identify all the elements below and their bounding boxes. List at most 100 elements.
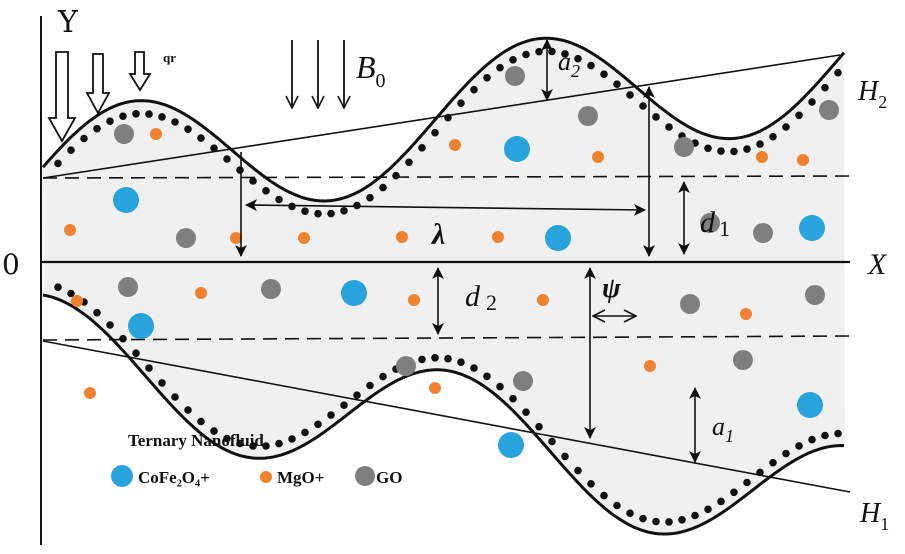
mgo-particle [740, 308, 752, 320]
boundary-dot [314, 209, 322, 218]
boundary-dot [470, 85, 478, 94]
boundary-dot [743, 145, 751, 153]
boundary-dot [119, 112, 127, 120]
boundary-dot [106, 321, 114, 329]
go-particle [396, 356, 416, 376]
boundary-dot [54, 283, 62, 292]
boundary-dot [821, 83, 829, 92]
boundary-dot [743, 478, 751, 487]
boundary-dot [834, 68, 842, 77]
nanoparticles [64, 66, 839, 458]
x-axis-label: X [867, 248, 888, 281]
boundary-dot [67, 146, 75, 154]
boundary-dot [80, 134, 88, 143]
b0-label: B0 [356, 49, 386, 92]
boundary-dot [704, 505, 712, 514]
boundary-dot [405, 158, 413, 167]
boundary-dot [392, 171, 400, 180]
go-particle [674, 137, 694, 157]
cofe2o4-particle [498, 432, 524, 458]
mgo-particle [429, 382, 441, 394]
mgo-particle [449, 139, 461, 151]
boundary-dot [210, 427, 218, 435]
boundary-dot [119, 334, 127, 343]
boundary-dot [782, 449, 790, 458]
boundary-dot [444, 354, 452, 363]
boundary-dot [639, 102, 647, 110]
boundary-dot [249, 442, 257, 450]
legend-label-cofe2o4: CoFe₂O₄+ [138, 468, 210, 487]
boundary-dot [275, 195, 283, 204]
qr-label: qr [163, 50, 176, 65]
a1-label: a1 [712, 412, 734, 446]
boundary-dot [366, 381, 374, 390]
boundary-dot [444, 113, 452, 122]
mgo-particle [298, 232, 310, 244]
go-particle [680, 294, 700, 314]
boundary-dot [587, 61, 595, 70]
boundary-dot [717, 497, 725, 506]
mgo-particle [195, 287, 207, 299]
boundary-dot [626, 509, 634, 517]
boundary-dot [67, 289, 75, 298]
boundary-dot [730, 488, 738, 497]
boundary-dot [704, 144, 712, 153]
go-particle [753, 223, 773, 243]
mgo-particle [150, 128, 162, 140]
lower-wall-dotted-boundary [54, 283, 842, 526]
boundary-dot [353, 391, 361, 400]
mgo-particle [64, 224, 76, 236]
boundary-dot [158, 379, 166, 387]
boundary-dot [197, 134, 205, 142]
boundary-dot [431, 354, 439, 362]
upper-dashed-line [42, 175, 851, 179]
lower-inclined-line [42, 340, 851, 493]
boundary-dot [561, 452, 569, 461]
boundary-dot [548, 437, 556, 446]
boundary-dot [600, 70, 608, 78]
boundary-dot [275, 439, 283, 448]
cofe2o4-particle [797, 392, 823, 418]
go-particle [733, 350, 753, 370]
boundary-dot [496, 382, 504, 391]
channel-fluid-region [43, 38, 845, 535]
boundary-dot [301, 428, 309, 437]
lower-wall-h1 [42, 293, 845, 536]
boundary-dot [223, 434, 231, 443]
wavelength-arrow [245, 199, 646, 216]
boundary-dot [197, 417, 205, 426]
legend-swatch-go [355, 466, 375, 486]
mgo-particle [537, 294, 549, 306]
boundary-dot [483, 74, 491, 82]
boundary-dot [93, 308, 101, 317]
boundary-dot [470, 364, 478, 372]
go-particle [114, 124, 134, 144]
boundary-dot [249, 177, 257, 185]
boundary-dot [795, 111, 803, 120]
mgo-particle [592, 151, 604, 163]
boundary-dot [691, 511, 699, 520]
boundary-dot [769, 458, 777, 467]
boundary-dot [106, 117, 114, 125]
boundary-dot [132, 110, 140, 118]
mgo-particle [396, 231, 408, 243]
mgo-particle [492, 231, 504, 243]
boundary-dot [652, 517, 660, 526]
boundary-dot [171, 118, 179, 126]
go-particle [118, 277, 138, 297]
a2-label: a2 [558, 47, 580, 81]
cofe2o4-particle [113, 187, 139, 213]
boundary-dot [678, 516, 686, 524]
boundary-dot [327, 209, 335, 218]
boundary-dot [366, 193, 374, 202]
legend: Ternary Nanofluid CoFe₂O₄+ MgO+ GO [111, 431, 402, 487]
boundary-dot [600, 491, 608, 500]
boundary-dot [457, 99, 465, 107]
boundary-dot [158, 113, 166, 121]
boundary-dot [418, 144, 426, 152]
boundary-dot [665, 518, 673, 526]
boundary-dot [652, 113, 660, 121]
boundary-dot [379, 183, 387, 192]
go-particle [805, 285, 825, 305]
